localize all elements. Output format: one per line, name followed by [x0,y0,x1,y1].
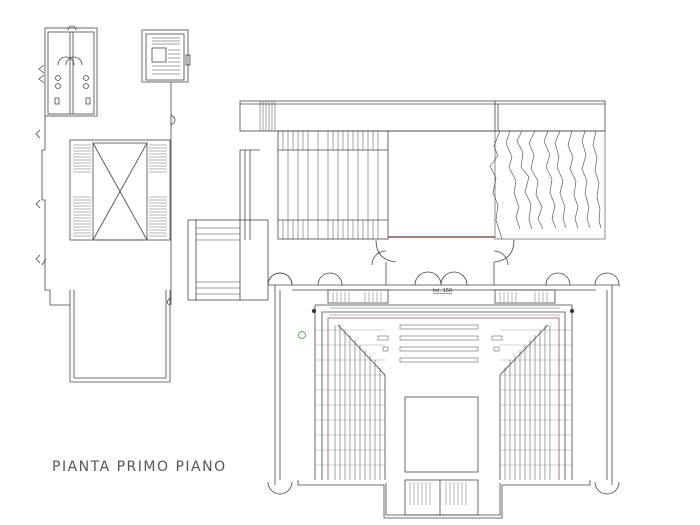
terrace-stairs [187,149,269,301]
rock-garden [489,130,606,240]
drawing-title: PIANTA PRIMO PIANO [52,459,227,475]
left-outer-wall [35,116,172,306]
grand-stairs [277,130,515,263]
auditorium: tel. 160 [267,250,620,519]
entrance-courtyard [69,290,171,383]
marker-circle [298,331,306,339]
terrace-bridge [239,100,606,132]
stair-tower [141,29,191,140]
main-staircase [69,139,171,241]
left-wing-rooms [38,25,98,117]
auditorium-seat-label: tel. 160 [433,288,452,294]
